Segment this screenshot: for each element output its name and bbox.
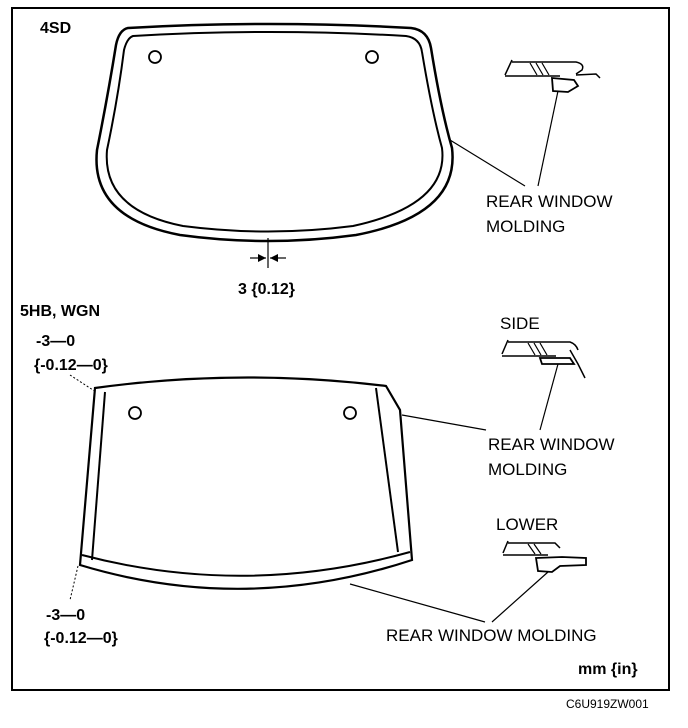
- hatchback-mounting-hole-left: [128, 406, 142, 420]
- hatchback-side-molding-right: [375, 387, 399, 553]
- molding-cross-section-1: [504, 59, 601, 93]
- rear-window-molding-label-3: REAR WINDOW MOLDING: [386, 626, 597, 645]
- sedan-rear-window: [95, 22, 454, 243]
- tolerance-bottom-label-a: -3—0: [46, 607, 85, 624]
- sedan-window-outer-outline: [95, 22, 454, 243]
- hatchback-lower-molding: [81, 551, 411, 577]
- hatchback-rear-window: [78, 376, 414, 590]
- rear-window-molding-label-1b: MOLDING: [486, 217, 565, 236]
- units-label: mm {in}: [578, 661, 638, 678]
- hatchback-window-outline: [78, 376, 414, 590]
- tolerance-bottom-label-b: {-0.12—0}: [44, 630, 118, 647]
- tolerance-top-label-a: -3—0: [36, 333, 75, 350]
- figure-code-label: C6U919ZW001: [566, 697, 649, 711]
- side-label: SIDE: [500, 314, 540, 333]
- sedan-mounting-hole-right: [365, 50, 379, 64]
- lower-label: LOWER: [496, 515, 558, 534]
- dimension-gap-label: 3 {0.12}: [238, 281, 295, 298]
- molding-cross-section-side: [501, 339, 586, 379]
- variant-5hb-wgn-label: 5HB, WGN: [20, 303, 100, 320]
- variant-4sd-label: 4SD: [40, 20, 71, 37]
- hatchback-mounting-hole-right: [343, 406, 357, 420]
- tolerance-top-label-b: {-0.12—0}: [34, 357, 108, 374]
- molding-cross-section-lower: [502, 540, 587, 573]
- figure-frame: [11, 7, 670, 691]
- rear-window-molding-label-2b: MOLDING: [488, 460, 567, 479]
- sedan-mounting-hole-left: [148, 50, 162, 64]
- rear-window-molding-label-1a: REAR WINDOW: [486, 192, 613, 211]
- rear-window-molding-label-2a: REAR WINDOW: [488, 435, 615, 454]
- hatchback-side-molding-left: [91, 391, 106, 561]
- sedan-window-inner-outline: [105, 31, 444, 233]
- dimension-gap-callout: 3 {0.12}: [238, 238, 295, 298]
